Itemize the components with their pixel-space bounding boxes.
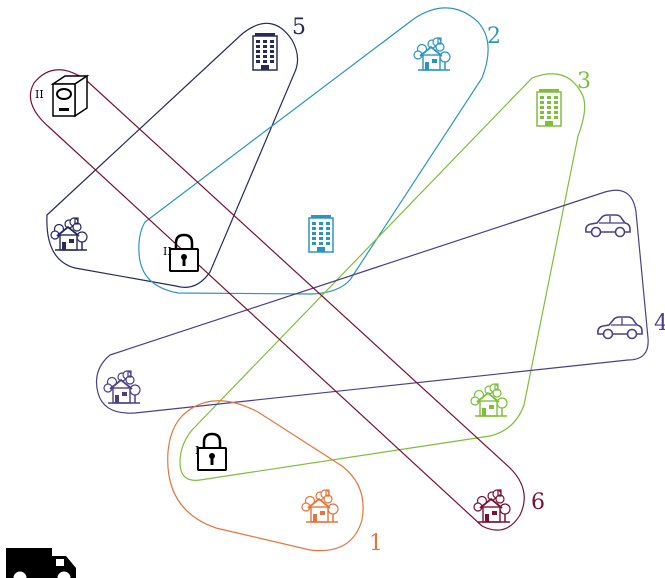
house-icon bbox=[413, 37, 451, 71]
hyperedge-1-outline bbox=[167, 400, 364, 552]
node-house-a bbox=[50, 217, 88, 251]
hyperedge-6: 6 bbox=[29, 69, 545, 531]
house-icon bbox=[473, 489, 511, 523]
house-icon bbox=[470, 383, 508, 417]
hyperedge-4: 4 bbox=[95, 189, 665, 414]
node-house-f bbox=[473, 489, 511, 523]
house-icon bbox=[103, 370, 141, 404]
node-lock-a: II bbox=[163, 233, 200, 273]
node-house-e bbox=[301, 489, 339, 523]
hyperedge-4-outline bbox=[95, 189, 649, 414]
node-lock-b: I bbox=[195, 432, 228, 472]
padlock-icon bbox=[168, 233, 200, 273]
hyperedge-2-outline bbox=[138, 7, 489, 295]
node-truck bbox=[6, 548, 76, 578]
node-car-b bbox=[597, 316, 643, 340]
node-house-c bbox=[103, 370, 141, 404]
hyperedge-2: 2 bbox=[138, 7, 501, 295]
hyperedge-6-outline bbox=[29, 69, 525, 531]
car-icon bbox=[585, 214, 631, 238]
hyperedge-5-label: 5 bbox=[292, 15, 306, 40]
hyperedge-3-label: 3 bbox=[577, 69, 591, 94]
hyperedge-3: 3 bbox=[179, 69, 591, 481]
office-building-icon bbox=[252, 32, 278, 71]
padlock-icon bbox=[196, 432, 228, 472]
node-mailbox: II bbox=[35, 75, 88, 117]
house-icon bbox=[301, 489, 339, 523]
hyperedge-5-outline bbox=[46, 22, 299, 288]
node-lock-b-tag: I bbox=[195, 444, 199, 457]
node-building-c bbox=[536, 88, 562, 127]
node-mailbox-tag: II bbox=[35, 88, 44, 101]
office-building-icon bbox=[308, 214, 334, 253]
node-house-d bbox=[470, 383, 508, 417]
hyperedge-4-label: 4 bbox=[654, 311, 665, 336]
hyperedge-5: 5 bbox=[46, 15, 306, 288]
truck-icon bbox=[6, 548, 76, 578]
hyperedge-1-label: 1 bbox=[369, 531, 383, 556]
car-icon bbox=[597, 316, 643, 340]
node-house-b bbox=[413, 37, 451, 71]
office-building-icon bbox=[536, 88, 562, 127]
node-car-a bbox=[585, 214, 631, 238]
node-building-b bbox=[308, 214, 334, 253]
hyperedge-6-label: 6 bbox=[531, 490, 545, 515]
node-building-a bbox=[252, 32, 278, 71]
hyperedge-1: 1 bbox=[167, 400, 383, 556]
house-icon bbox=[50, 217, 88, 251]
mailbox-icon bbox=[52, 75, 88, 117]
node-lock-a-tag: II bbox=[163, 245, 172, 258]
hyperedge-2-label: 2 bbox=[487, 24, 501, 49]
hyperedge-3-outline bbox=[179, 73, 586, 481]
